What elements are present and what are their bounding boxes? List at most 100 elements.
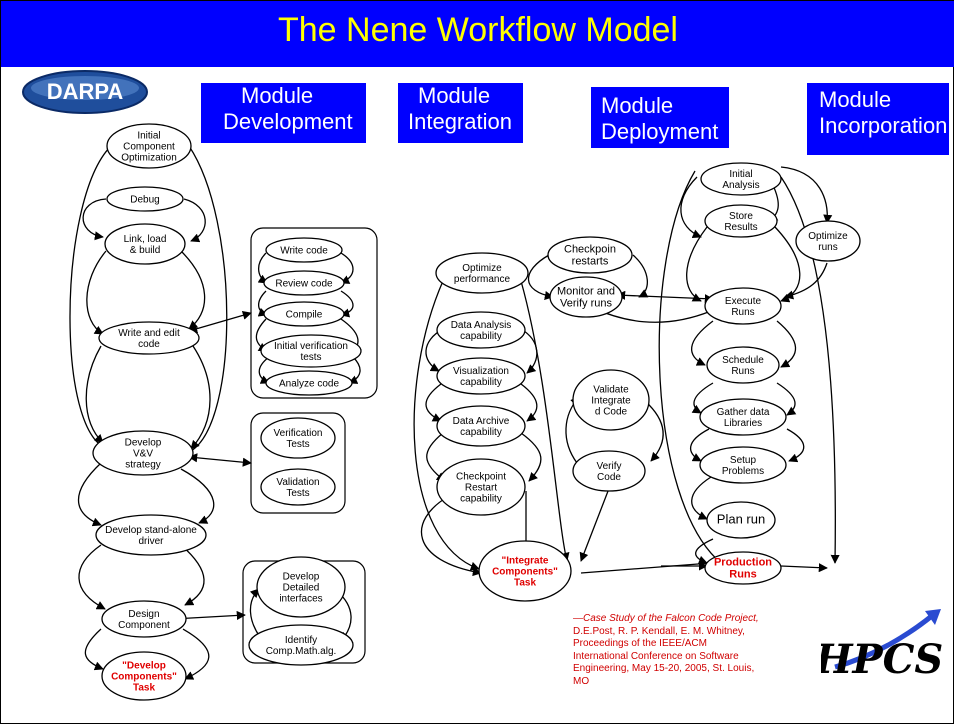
- header-line: Module: [241, 83, 314, 108]
- node-shape: [265, 237, 343, 263]
- node-label-line: Tests: [286, 439, 309, 450]
- node-label-line: Comp.Math.alg.: [266, 646, 337, 657]
- flow-arrow: [180, 468, 215, 524]
- flow-arrow: [425, 383, 442, 422]
- hpcs-logo-text: HPCS: [821, 636, 943, 683]
- node-plan-run: Plan run: [706, 501, 776, 539]
- node-label-line: Develop: [125, 438, 162, 449]
- flow-arrow: [77, 462, 102, 527]
- flow-arrow: [690, 428, 710, 462]
- node-shape: [706, 501, 776, 539]
- node-shape: [478, 540, 572, 602]
- node-label-line: Integrate: [591, 396, 631, 407]
- node-label-line: V&V: [133, 449, 153, 460]
- flow-arrow: [691, 476, 712, 520]
- node-label-line: capability: [460, 494, 502, 505]
- node-shape: [106, 123, 192, 169]
- node-shape: [248, 624, 354, 666]
- node-label-line: d Code: [595, 407, 628, 418]
- node-label-line: Monitor and: [557, 286, 615, 298]
- node-label-line: Component: [118, 620, 170, 631]
- node-label-line: Validate: [593, 385, 629, 396]
- node-shape: [547, 236, 633, 274]
- node-label-line: interfaces: [279, 594, 322, 605]
- node-label-line: Debug: [130, 195, 159, 206]
- darpa-logo-text: DARPA: [47, 79, 124, 104]
- node-shape: [699, 446, 787, 484]
- node-label-line: Verify: [596, 461, 621, 472]
- node-shape: [260, 468, 336, 506]
- flow-arrow: [520, 432, 542, 482]
- flow-arrow: [85, 345, 104, 444]
- node-label-line: Problems: [722, 466, 764, 477]
- node-label-line: Analyze code: [279, 379, 339, 390]
- node-link-load-build: Link, load& build: [104, 223, 186, 265]
- node-label-line: Component: [123, 142, 175, 153]
- node-label-line: capability: [460, 331, 502, 342]
- citation-text: D.E.Post, R. P. Kendall, E. M. Whitney, …: [573, 625, 755, 687]
- node-label-line: Visualization: [453, 366, 509, 377]
- node-label-line: Analysis: [722, 180, 759, 191]
- flow-arrow: [580, 562, 712, 574]
- header-module-development: Module Development: [201, 83, 366, 143]
- header-line: Integration: [408, 109, 512, 134]
- node-shape: [265, 370, 353, 396]
- flow-arrow: [520, 280, 570, 562]
- node-shape: [795, 220, 861, 262]
- darpa-logo: DARPA: [22, 70, 148, 114]
- node-label-line: Gather data: [717, 407, 770, 418]
- node-label-line: Components": [492, 567, 558, 578]
- flow-arrow: [527, 254, 554, 300]
- node-shape: [436, 405, 526, 447]
- header-line: Development: [223, 109, 353, 134]
- node-shape: [704, 204, 778, 238]
- citation: —Case Study of the Falcon Code Project, …: [573, 613, 763, 689]
- node-label-line: "Integrate: [502, 556, 549, 567]
- node-shape: [106, 186, 184, 212]
- node-label-line: Compile: [286, 310, 323, 321]
- node-shape: [436, 458, 526, 516]
- node-label-line: Checkpoint: [456, 472, 506, 483]
- node-label-line: Develop: [283, 572, 320, 583]
- flow-arrow: [695, 538, 714, 565]
- header-module-deployment: Module Deployment: [591, 87, 729, 148]
- node-label-line: Initial: [729, 169, 752, 180]
- node-shape: [572, 450, 646, 492]
- node-label-line: Validation: [276, 477, 319, 488]
- node-label-line: Runs: [731, 366, 754, 377]
- flow-arrow: [776, 320, 797, 368]
- flow-arrow: [690, 320, 714, 366]
- node-label-line: Data Analysis: [451, 320, 512, 331]
- hpcs-logo: HPCS: [821, 609, 943, 683]
- slide-title: The Nene Workflow Model: [278, 11, 678, 49]
- node-review-code: Review code: [263, 270, 345, 296]
- node-shape: [98, 321, 200, 355]
- node-label-line: Write and edit: [118, 328, 180, 339]
- flow-arrow: [632, 254, 649, 298]
- node-label-line: Review code: [275, 279, 333, 290]
- flow-arrow: [686, 226, 708, 302]
- flow-arrow: [182, 628, 210, 680]
- node-shape: [704, 551, 782, 585]
- flow-arrow: [780, 166, 833, 224]
- node-label-line: Optimize: [462, 263, 502, 274]
- node-label-line: Verify runs: [560, 298, 612, 310]
- flow-arrow: [188, 310, 252, 334]
- node-label-line: Checkpoin: [564, 244, 616, 256]
